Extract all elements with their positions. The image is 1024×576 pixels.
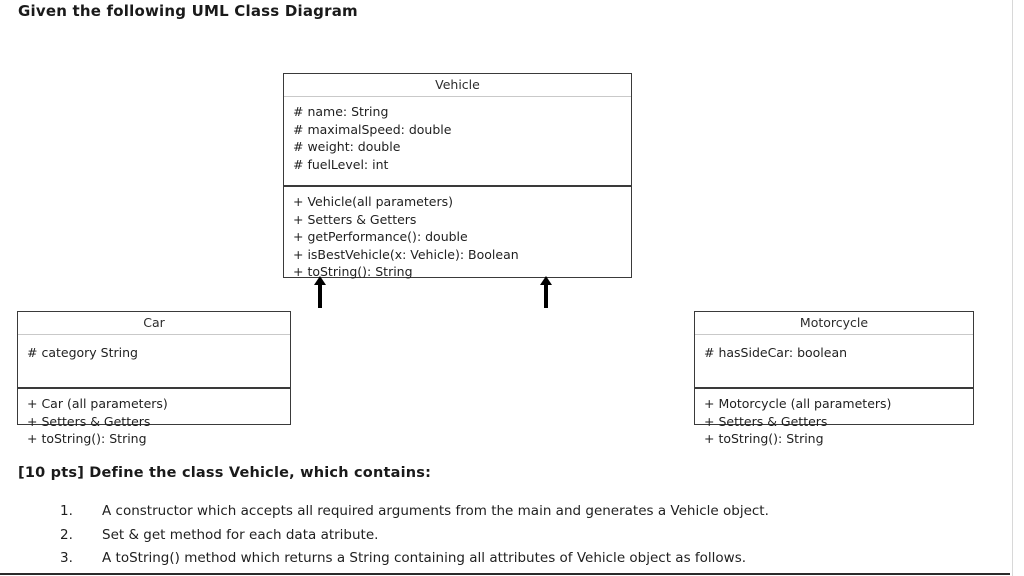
list-item-text: A toString() method which returns a Stri…	[102, 550, 747, 566]
generalization-arrow-motorcycle-to-vehicle	[540, 276, 552, 308]
uml-attribute: # maximalSpeed: double	[293, 121, 452, 137]
uml-method: + toString(): String	[27, 431, 147, 447]
uml-methods-vehicle: + Vehicle(all parameters) + Setters & Ge…	[284, 187, 631, 287]
list-item: 1. A constructor which accepts all requi…	[60, 500, 1010, 524]
page-right-edge	[1012, 0, 1013, 576]
uml-class-name-motorcycle: Motorcycle	[695, 312, 973, 335]
list-item-number: 2.	[60, 526, 73, 543]
list-item: 3. A toString() method which returns a S…	[60, 547, 1010, 571]
uml-class-motorcycle: Motorcycle # hasSideCar: boolean + Motor…	[694, 311, 974, 446]
uml-method: + Setters & Getters	[704, 413, 828, 429]
uml-method: + Setters & Getters	[27, 413, 151, 429]
page-bottom-rule	[0, 573, 1010, 575]
uml-method: + isBestVehicle(x: Vehicle): Boolean	[293, 246, 519, 262]
list-item-number: 1.	[60, 503, 73, 519]
uml-attribute: # hasSideCar: boolean	[704, 345, 848, 360]
uml-class-car: Car # category String + Car (all paramet…	[17, 311, 291, 446]
generalization-arrow-car-to-vehicle	[314, 276, 326, 308]
uml-class-name-car: Car	[18, 312, 290, 335]
uml-method: + Vehicle(all parameters)	[293, 194, 453, 209]
task-heading: [10 pts] Define the class Vehicle, which…	[18, 465, 432, 481]
uml-method: + toString(): String	[293, 264, 413, 280]
requirements-list: 1. A constructor which accepts all requi…	[60, 500, 1010, 571]
list-item: 2. Set & get method for each data atribu…	[60, 524, 1010, 548]
uml-attributes-motorcycle: # hasSideCar: boolean	[695, 335, 973, 389]
uml-attributes-car: # category String	[18, 335, 290, 389]
uml-method: + getPerformance(): double	[293, 229, 468, 245]
uml-attribute: # name: String	[293, 104, 389, 119]
uml-method: + Setters & Getters	[293, 211, 417, 227]
uml-method: + toString(): String	[704, 431, 824, 447]
uml-method: + Motorcycle (all parameters)	[704, 396, 892, 411]
uml-class-name-vehicle: Vehicle	[284, 74, 631, 97]
uml-class-vehicle: Vehicle # name: String # maximalSpeed: d…	[283, 73, 632, 279]
list-item-number: 3.	[60, 550, 73, 566]
uml-attribute: # category String	[27, 345, 138, 360]
page-title: Given the following UML Class Diagram	[18, 2, 358, 20]
uml-methods-motorcycle: + Motorcycle (all parameters) + Setters …	[695, 389, 973, 454]
list-item-text: Set & get method for each data atribute.	[102, 526, 379, 543]
uml-attributes-vehicle: # name: String # maximalSpeed: double # …	[284, 97, 631, 187]
list-item-text: A constructor which accepts all required…	[102, 503, 769, 519]
uml-methods-car: + Car (all parameters) + Setters & Gette…	[18, 389, 290, 454]
uml-attribute: # weight: double	[293, 139, 401, 155]
uml-attribute: # fuelLevel: int	[293, 156, 389, 172]
uml-method: + Car (all parameters)	[27, 396, 168, 411]
